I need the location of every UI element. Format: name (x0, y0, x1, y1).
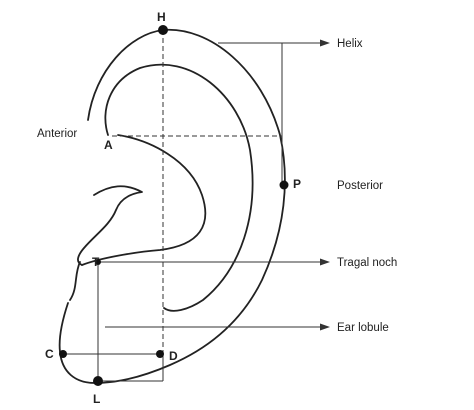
label-c: C (45, 347, 54, 361)
label-helix: Helix (337, 38, 363, 50)
point-c (59, 350, 67, 358)
label-posterior: Posterior (337, 180, 383, 192)
point-t (95, 259, 101, 265)
label-ear-lobule: Ear lobule (337, 322, 389, 334)
tragal-arrowhead (320, 258, 330, 266)
point-l (93, 376, 103, 386)
label-tragal-noch: Tragal noch (337, 257, 397, 269)
helix-arrowhead (320, 39, 330, 47)
point-h (158, 25, 168, 35)
antitragus-outline (69, 261, 81, 301)
label-h: H (157, 10, 166, 24)
point-d (156, 350, 164, 358)
label-anterior: Anterior (37, 128, 77, 140)
antihelix-outline (104, 63, 254, 312)
tragus-outline (77, 185, 143, 266)
label-d: D (169, 349, 178, 363)
label-p: P (293, 177, 301, 191)
point-p (279, 180, 289, 190)
concha-outline (81, 134, 207, 266)
label-l: L (93, 392, 100, 406)
label-a: A (104, 138, 113, 152)
lobule-arrowhead (320, 323, 330, 331)
label-t: T (92, 255, 100, 269)
